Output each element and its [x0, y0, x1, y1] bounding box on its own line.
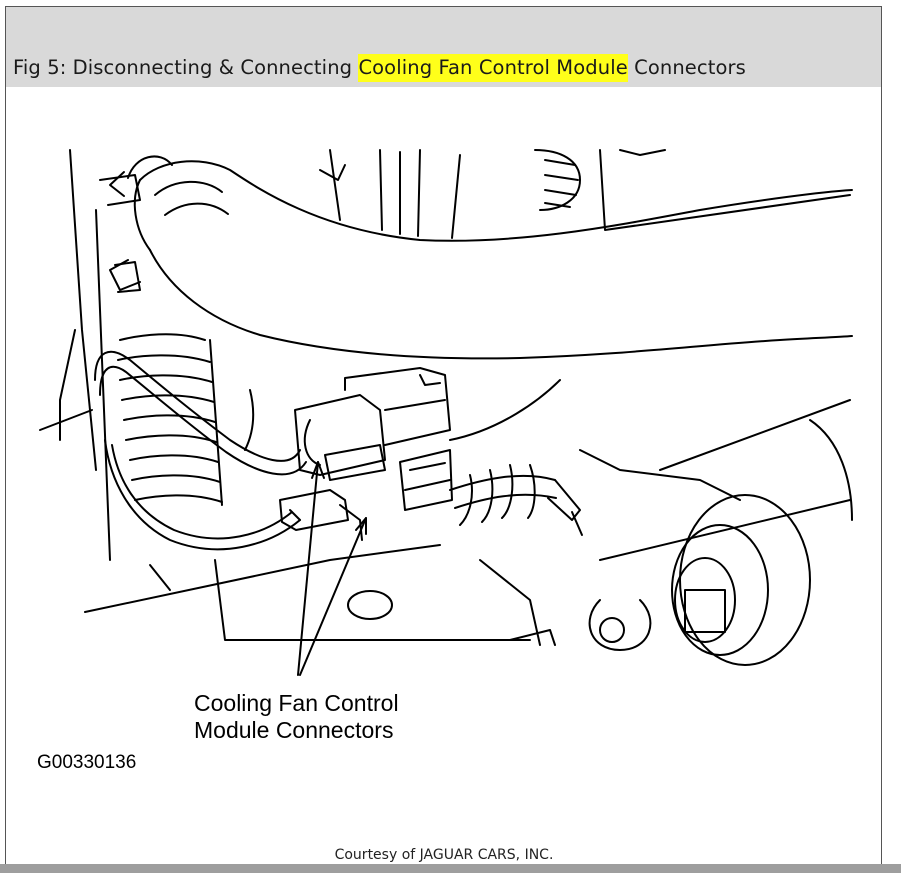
right-harness	[449, 379, 583, 536]
pulley-assembly	[579, 399, 853, 666]
lower-crossmember	[84, 544, 556, 646]
courtesy-credit: Courtesy of JAGUAR CARS, INC.	[334, 847, 554, 863]
callout-line-1: Cooling Fan Control	[194, 690, 399, 716]
hose-clamp	[109, 155, 173, 291]
title-prefix: Fig 5: Disconnecting & Connecting	[13, 56, 359, 79]
title-suffix: Connectors	[627, 56, 746, 79]
callout-line-2: Module Connectors	[194, 717, 394, 743]
horizontal-scrollbar-track[interactable]	[0, 864, 901, 873]
lower-connector	[279, 489, 363, 541]
figure-code: G00330136	[37, 752, 137, 773]
callout-arrows	[297, 461, 367, 676]
upper-hose	[133, 160, 853, 360]
wire-harness	[94, 350, 307, 551]
ribbed-hose-left	[117, 333, 223, 506]
connector-callout-label: Cooling Fan Control Module Connectors	[194, 690, 399, 744]
figure-title: Fig 5: Disconnecting & Connecting Coolin…	[13, 54, 746, 82]
control-module-connector	[294, 367, 453, 511]
title-highlight: Cooling Fan Control Module	[358, 54, 628, 82]
radiator-top	[319, 149, 851, 239]
